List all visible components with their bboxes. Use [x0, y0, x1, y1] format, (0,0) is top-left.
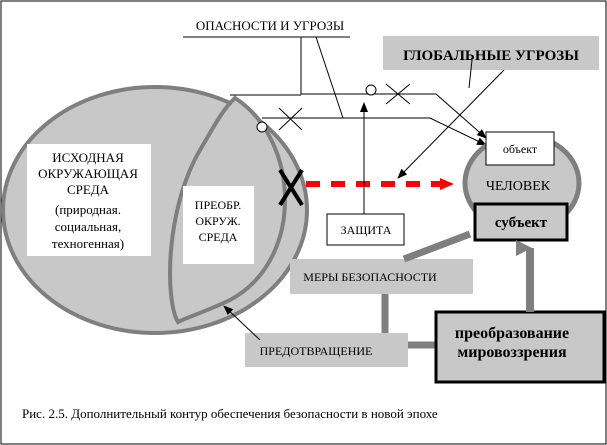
initial-environment-box: [27, 144, 151, 256]
global-threats-label: ГЛОБАЛЬНЫЕ УГРОЗЫ: [403, 48, 579, 64]
initial-env-line-3: СРЕДА: [67, 182, 110, 197]
transformed-env-line-1: ПРЕОБР.: [195, 198, 241, 212]
initial-env-line-1: ИСХОДНАЯ: [52, 150, 124, 165]
node-circle-left: [256, 121, 268, 133]
subject-box: [473, 202, 569, 242]
cross-mark-b2: [385, 83, 411, 105]
prevention-box: [245, 333, 408, 367]
object-label: объект: [503, 142, 538, 156]
node-circle-right: [365, 84, 377, 96]
cross-mark-a2: [278, 107, 303, 131]
protection-label: ЗАЩИТА: [341, 223, 392, 237]
safety-measures-box: [290, 259, 473, 294]
figure-caption: Рис. 2.5. Дополнительный контур обеспече…: [22, 406, 438, 421]
initial-env-line-4: (природная.: [55, 202, 121, 217]
initial-env-line-5: социальная,: [55, 219, 121, 234]
safety-measures-label: МЕРЫ БЕЗОПАСНОСТИ: [303, 270, 437, 284]
threat-line-upper: [300, 37, 371, 95]
global-threats-arrow: [397, 69, 505, 179]
prevention-arrow: [223, 305, 261, 341]
object-box: [485, 131, 555, 166]
human-label: ЧЕЛОВЕК: [486, 179, 551, 194]
transformed-environment-box: [183, 186, 254, 264]
threat-line-lower: [262, 117, 487, 146]
initial-env-line-6: техногенная): [52, 236, 124, 251]
threats-label: ОПАСНОСТИ И УГРОЗЫ: [196, 18, 344, 33]
blocked-x-2: [278, 168, 304, 207]
transformed-env-line-2: ОКРУЖ.: [195, 214, 240, 228]
transformed-env-line-3: СРЕДА: [199, 230, 238, 244]
worldview-line-2: мировоззрения: [457, 344, 567, 361]
safety-to-subject-link: [402, 230, 472, 263]
worldview-line-1: преобразование: [455, 325, 569, 342]
threat-diagonal: [315, 36, 344, 119]
worldview-box: [434, 310, 606, 384]
threat-line-to-object: [371, 93, 487, 139]
subject-label: субъект: [495, 215, 548, 231]
global-threats-box: [383, 36, 599, 70]
prevention-label: ПРЕДОТВРАЩЕНИЕ: [260, 344, 373, 358]
initial-env-line-2: ОКРУЖАЮЩАЯ: [38, 166, 138, 181]
protection-box: [326, 213, 405, 246]
global-threats-tick: [468, 59, 473, 89]
